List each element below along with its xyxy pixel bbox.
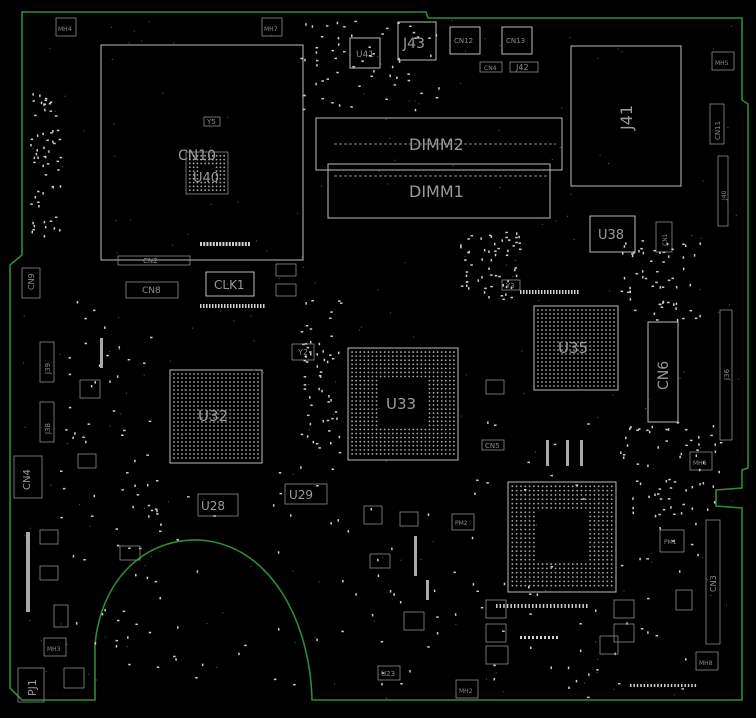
cn6-outline	[647, 321, 679, 423]
mh2-label: MH2	[459, 688, 473, 695]
mh3-label: MH3	[47, 646, 61, 653]
cn4-label: CN4	[22, 469, 33, 490]
mh3-outline	[43, 637, 67, 657]
cn8-outline	[125, 281, 179, 299]
u40-outline	[185, 151, 229, 195]
u23-outline	[377, 665, 401, 681]
mh7-outline	[261, 17, 283, 37]
mh8-label: MH8	[699, 660, 713, 667]
cn6-label: CN6	[656, 361, 672, 390]
j42-outline	[509, 61, 539, 73]
cn13-outline	[501, 26, 533, 55]
mh4-label: MH4	[58, 26, 72, 33]
pm2-outline	[451, 513, 475, 531]
j43-label: J43	[402, 36, 425, 52]
j39-label: J39	[44, 363, 52, 375]
cn4b-outline	[479, 61, 503, 73]
cn2-label: CN2	[143, 257, 158, 265]
cn5-outline	[481, 439, 505, 451]
j42-label: J42	[515, 63, 529, 72]
u38-label: U38	[598, 228, 624, 243]
u29-label: U29	[289, 488, 313, 502]
j38-outline	[39, 401, 55, 443]
y5-label: Y5	[206, 118, 216, 126]
cn11-label: CN11	[714, 121, 722, 140]
pj1-outline	[17, 667, 45, 703]
y5-outline	[203, 116, 221, 127]
u28-label: U28	[201, 499, 225, 513]
y3-outline	[501, 279, 521, 291]
j41-label: J41	[617, 105, 636, 131]
cn11-outline	[709, 103, 725, 145]
cn3-label: CN3	[709, 575, 718, 592]
j40-outline	[717, 155, 729, 227]
u33-label: U33	[386, 395, 416, 413]
j36-outline	[719, 309, 733, 441]
cn9-label: CN9	[27, 273, 36, 290]
u38-outline	[589, 215, 636, 253]
mh4-outline	[55, 17, 77, 37]
u33-outline	[347, 347, 459, 461]
mh6-label: MH6	[693, 460, 707, 467]
cn12-label: CN12	[454, 37, 473, 45]
dimm1-outline	[327, 163, 551, 219]
j39-outline	[39, 341, 55, 383]
cn13-label: CN13	[506, 37, 525, 45]
cn2-outline	[117, 255, 191, 266]
cn1-label: CN1	[662, 233, 669, 246]
u32-label: U32	[198, 407, 228, 425]
u32-outline	[169, 369, 263, 464]
cn5-label: CN5	[485, 442, 500, 450]
y2-label: Y2	[297, 348, 308, 357]
cn8-side-outline	[21, 267, 41, 299]
clk1-label: CLK1	[214, 278, 245, 292]
u23-label: U23	[381, 670, 395, 678]
u41-outline	[349, 37, 381, 69]
j40-label: J40	[721, 190, 728, 201]
cn8-label: CN8	[142, 286, 161, 296]
board-outline	[9, 11, 749, 701]
j38-label: J38	[44, 423, 52, 435]
mh7-label: MH7	[264, 26, 278, 33]
mh6-outline	[689, 451, 713, 471]
pm1-outline	[659, 529, 685, 553]
clk1-outline	[205, 271, 255, 297]
pm2-label: PM2	[455, 520, 468, 527]
south-bridge-outline	[507, 481, 617, 593]
j43-outline	[397, 21, 437, 61]
mh2-outline	[455, 679, 479, 699]
component-pads	[22, 20, 739, 701]
j36-label: J36	[723, 368, 731, 381]
cn4-outline	[13, 455, 43, 499]
u41-label: U41	[356, 50, 374, 60]
j41-outline	[570, 45, 682, 187]
mh5-label: MH5	[715, 60, 729, 67]
cpu-socket-outline	[100, 44, 304, 261]
u35-outline	[533, 305, 619, 391]
cn4b-label: CN4	[484, 65, 497, 72]
dimm2-outline	[315, 117, 563, 171]
mh8-outline	[695, 651, 719, 671]
pm1-label: PM1	[664, 539, 677, 546]
cn12-outline	[449, 26, 481, 55]
cn3-outline	[705, 519, 721, 645]
u28-outline	[197, 493, 239, 517]
u29-outline	[284, 483, 328, 505]
mh5-outline	[711, 51, 735, 71]
pj1-label: PJ1	[26, 679, 39, 696]
y3-label: Y3	[505, 282, 515, 290]
u35-label: U35	[558, 339, 588, 357]
dimm1-label: DIMM1	[409, 182, 464, 201]
